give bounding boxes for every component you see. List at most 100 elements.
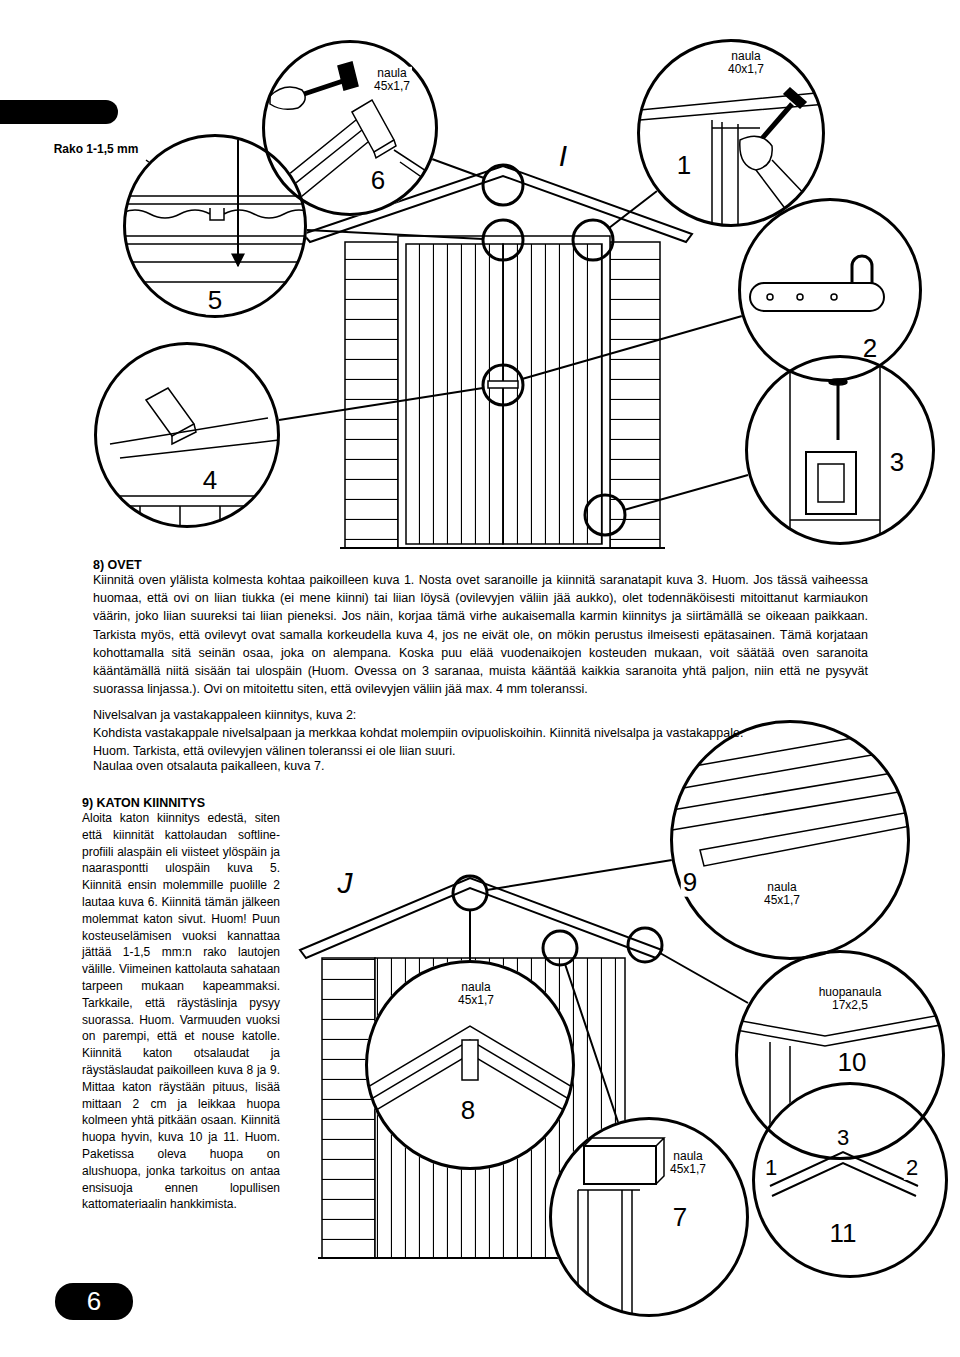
callout-number: 2 <box>904 1156 920 1180</box>
detail-ring <box>483 220 523 260</box>
detail-views-top <box>94 39 935 545</box>
detail-circle: naula 40x1,7 1 <box>637 39 825 227</box>
circle-outline <box>745 355 935 545</box>
detail-ground <box>735 950 945 1160</box>
door-edge <box>790 360 880 545</box>
hammer <box>298 80 346 96</box>
fastener-note: naula 45x1,7 <box>668 1150 708 1176</box>
instruction-text: Kohdista vastakappale nivelsalpaan ja me… <box>93 724 748 760</box>
door-header <box>584 1146 656 1184</box>
fastener-note: naula 40x1,7 <box>726 50 766 76</box>
circle-outline <box>738 198 922 382</box>
section-heading: 9) KATON KIINNITYS <box>82 794 282 812</box>
detail-circle <box>96 344 279 527</box>
section-heading: 8) OVET <box>93 556 868 574</box>
callout-number: 11 <box>828 1219 859 1248</box>
hammer <box>338 62 358 90</box>
detail-ground <box>94 342 280 528</box>
detail-7 <box>578 1138 664 1320</box>
instruction-text: Aloita katon kiinnitys edestä, siten ett… <box>82 810 280 1213</box>
detail-circle <box>639 41 824 226</box>
callout-number: 7 <box>671 1203 689 1232</box>
detail-circle: naula 45x1,78 <box>365 960 575 1170</box>
detail-2 <box>750 256 884 311</box>
view-letter: I <box>557 139 569 172</box>
roof-boards <box>120 196 312 282</box>
instruction-text: Nivelsalvan ja vastakappaleen kiinnitys,… <box>93 706 868 724</box>
detail-ground <box>738 198 922 382</box>
detail-views-bottom <box>365 720 948 1320</box>
detail-ground <box>670 720 910 960</box>
door-header <box>584 1138 664 1184</box>
wall <box>322 958 375 1258</box>
detail-circle <box>551 1119 748 1316</box>
wall <box>345 242 398 548</box>
eaves-board <box>700 812 910 866</box>
page-number: 6 <box>85 1287 103 1316</box>
detail-ground <box>745 355 935 545</box>
fastener-note: naula 45x1,7 <box>372 67 412 93</box>
circle-outline <box>94 342 280 528</box>
detail-ring <box>453 876 487 910</box>
detail-ring <box>483 365 523 405</box>
page-number-box: 6 <box>55 1283 133 1320</box>
detail-ground <box>752 1082 948 1278</box>
screw-hole <box>767 294 773 300</box>
hasp-plate <box>750 283 884 311</box>
hammer <box>784 88 806 108</box>
callout-number: 3 <box>888 448 906 477</box>
detail-circle <box>747 357 934 544</box>
detail-ring <box>628 928 662 962</box>
tongue-groove <box>120 208 314 220</box>
door-frame <box>578 1190 640 1320</box>
detail-circle <box>672 722 909 959</box>
door-leaf <box>503 244 602 544</box>
hinge-pin <box>837 384 840 440</box>
detail-circle: 3 <box>745 355 935 545</box>
fastener-note: naula 45x1,7 <box>762 881 802 907</box>
instruction-text: Kiinnitä oven ylälista kolmesta kohtaa p… <box>93 571 868 698</box>
callout-number: 9 <box>681 868 699 897</box>
threshold <box>340 547 665 549</box>
callout-number: 1 <box>675 151 693 180</box>
block <box>172 424 196 444</box>
detail-ring <box>573 220 613 260</box>
detail-ground <box>549 1117 749 1317</box>
detail-3 <box>790 360 880 545</box>
callout-number: 6 <box>369 166 387 195</box>
detail-circle <box>740 200 921 381</box>
detail-ground <box>365 960 575 1170</box>
hinge <box>818 464 844 502</box>
instruction-text: Naulaa oven otsalauta paikalleen, kuva 7… <box>93 757 868 775</box>
detail-circle <box>754 1084 947 1277</box>
detail-circle <box>125 136 306 317</box>
header-bar <box>0 100 118 124</box>
callout-number: 3 <box>835 1126 851 1150</box>
callout-number: 10 <box>836 1048 869 1077</box>
callout-number: 1 <box>763 1156 779 1180</box>
detail-circle: 9 naula 45x1,7 <box>670 720 910 960</box>
direction-arrow <box>237 140 239 266</box>
ridge-block <box>374 140 396 158</box>
callout-number: 5 <box>206 286 224 315</box>
detail-circle: Rako 1-1,5 mm5 <box>123 134 307 318</box>
detail-ground <box>262 40 438 216</box>
door-leaf <box>406 244 503 544</box>
detail-circle: 3 1 2 11 <box>752 1082 948 1278</box>
detail-5 <box>120 140 314 282</box>
hand <box>270 87 305 109</box>
door-bottom <box>100 418 280 530</box>
hinge <box>806 452 856 514</box>
shed-front-top <box>303 166 692 548</box>
screw-hole <box>797 294 803 300</box>
detail-ground <box>637 39 825 227</box>
hasp <box>488 381 518 388</box>
detail-circle <box>367 962 574 1169</box>
circle-outline <box>549 1117 749 1317</box>
circle-outline <box>670 720 910 960</box>
roof-boards <box>672 735 910 830</box>
detail-ground <box>123 134 307 318</box>
fastener-note: naula 45x1,7 <box>456 981 496 1007</box>
hand <box>740 136 772 170</box>
